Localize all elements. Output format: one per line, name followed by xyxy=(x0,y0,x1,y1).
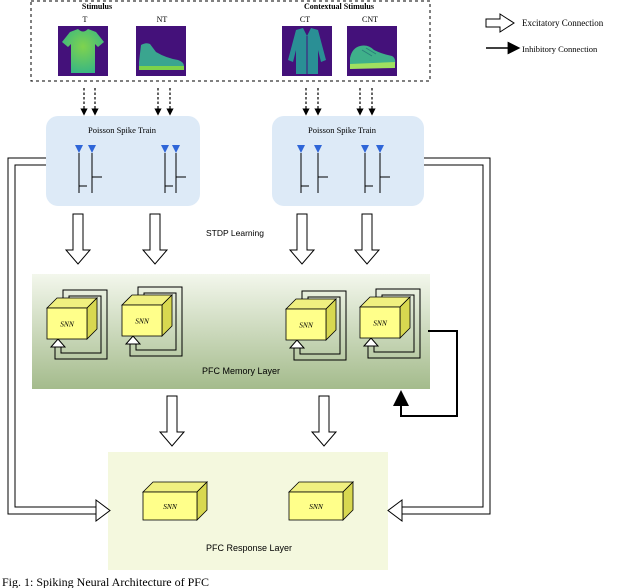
snn-units: SNN SNN SNN SNN SNN SNN xyxy=(46,294,411,521)
legend: Excitatory Connection Inhibitory Connect… xyxy=(485,13,604,55)
recurrent-loops xyxy=(49,286,421,361)
snn-label: SNN xyxy=(60,320,75,329)
spike-marker-icon xyxy=(88,145,96,153)
figure-caption: Fig. 1: Spiking Neural Architecture of P… xyxy=(2,575,209,588)
stimulus-cnt-label: CNT xyxy=(362,15,378,24)
spike-marker-icon xyxy=(172,145,180,153)
snn-response-unit-1: SNN xyxy=(142,481,208,521)
sneaker-icon xyxy=(347,26,397,76)
excitatory-arrow xyxy=(310,395,338,447)
left-bypass-connection xyxy=(7,157,111,522)
snn-memory-unit-4: SNN xyxy=(359,296,411,339)
spike-trains xyxy=(75,145,390,193)
snn-memory-unit-2: SNN xyxy=(121,294,173,337)
contextual-stimulus-label: Contextual Stimulus xyxy=(304,2,374,11)
snn-memory-unit-3: SNN xyxy=(285,298,337,341)
stimulus-label: Stimulus xyxy=(82,2,112,11)
poisson-right-label: Poisson Spike Train xyxy=(308,125,377,135)
spike-marker-icon xyxy=(314,145,322,153)
poisson-left-label: Poisson Spike Train xyxy=(88,125,157,135)
loop-arrowhead xyxy=(362,337,380,347)
poisson-panel-left: Poisson Spike Train xyxy=(46,116,200,206)
excitatory-arrow xyxy=(64,213,92,265)
excitatory-arrow xyxy=(141,213,169,265)
stimulus-input-arrows xyxy=(80,88,376,116)
snn-label: SNN xyxy=(163,502,178,511)
excitatory-arrow xyxy=(353,213,381,265)
spike-marker-icon xyxy=(297,145,305,153)
excitatory-arrows xyxy=(64,213,381,447)
stdp-learning-label: STDP Learning xyxy=(206,228,264,238)
snn-label: SNN xyxy=(299,321,314,330)
spike-marker-icon xyxy=(361,145,369,153)
recurrent-loop xyxy=(124,286,183,357)
response-layer-label: PFC Response Layer xyxy=(206,543,292,553)
excitatory-legend-label: Excitatory Connection xyxy=(522,18,604,28)
loop-arrowhead xyxy=(49,338,67,348)
excitatory-arrow xyxy=(158,395,186,447)
recurrent-loop xyxy=(362,288,421,359)
excitatory-legend-arrow xyxy=(485,13,515,33)
spike-marker-icon xyxy=(161,145,169,153)
inhibitory-connection xyxy=(393,330,458,417)
snn-response-unit-2: SNN xyxy=(288,481,354,521)
snn-label: SNN xyxy=(373,319,388,328)
memory-layer-label: PFC Memory Layer xyxy=(202,366,280,376)
sneaker-icon xyxy=(136,26,186,76)
excitatory-arrow xyxy=(288,213,316,265)
loop-arrowhead xyxy=(288,339,306,349)
snn-label: SNN xyxy=(135,317,150,326)
loop-arrowhead xyxy=(124,335,142,345)
snn-memory-unit-1: SNN xyxy=(46,297,98,340)
poisson-panel-right: Poisson Spike Train xyxy=(272,116,424,206)
stimulus-t-label: T xyxy=(83,15,88,24)
tshirt-icon xyxy=(58,26,108,76)
recurrent-loop xyxy=(49,289,108,360)
stimulus-nt-label: NT xyxy=(157,15,168,24)
snn-label: SNN xyxy=(309,502,324,511)
stimulus-box xyxy=(30,0,431,82)
spike-marker-icon xyxy=(75,145,83,153)
spike-marker-icon xyxy=(376,145,384,153)
shirt-icon xyxy=(282,26,332,76)
inhibitory-legend-label: Inhibitory Connection xyxy=(522,44,598,54)
recurrent-loop xyxy=(288,290,347,361)
right-bypass-connection xyxy=(387,157,491,522)
stimulus-ct-label: CT xyxy=(300,15,310,24)
